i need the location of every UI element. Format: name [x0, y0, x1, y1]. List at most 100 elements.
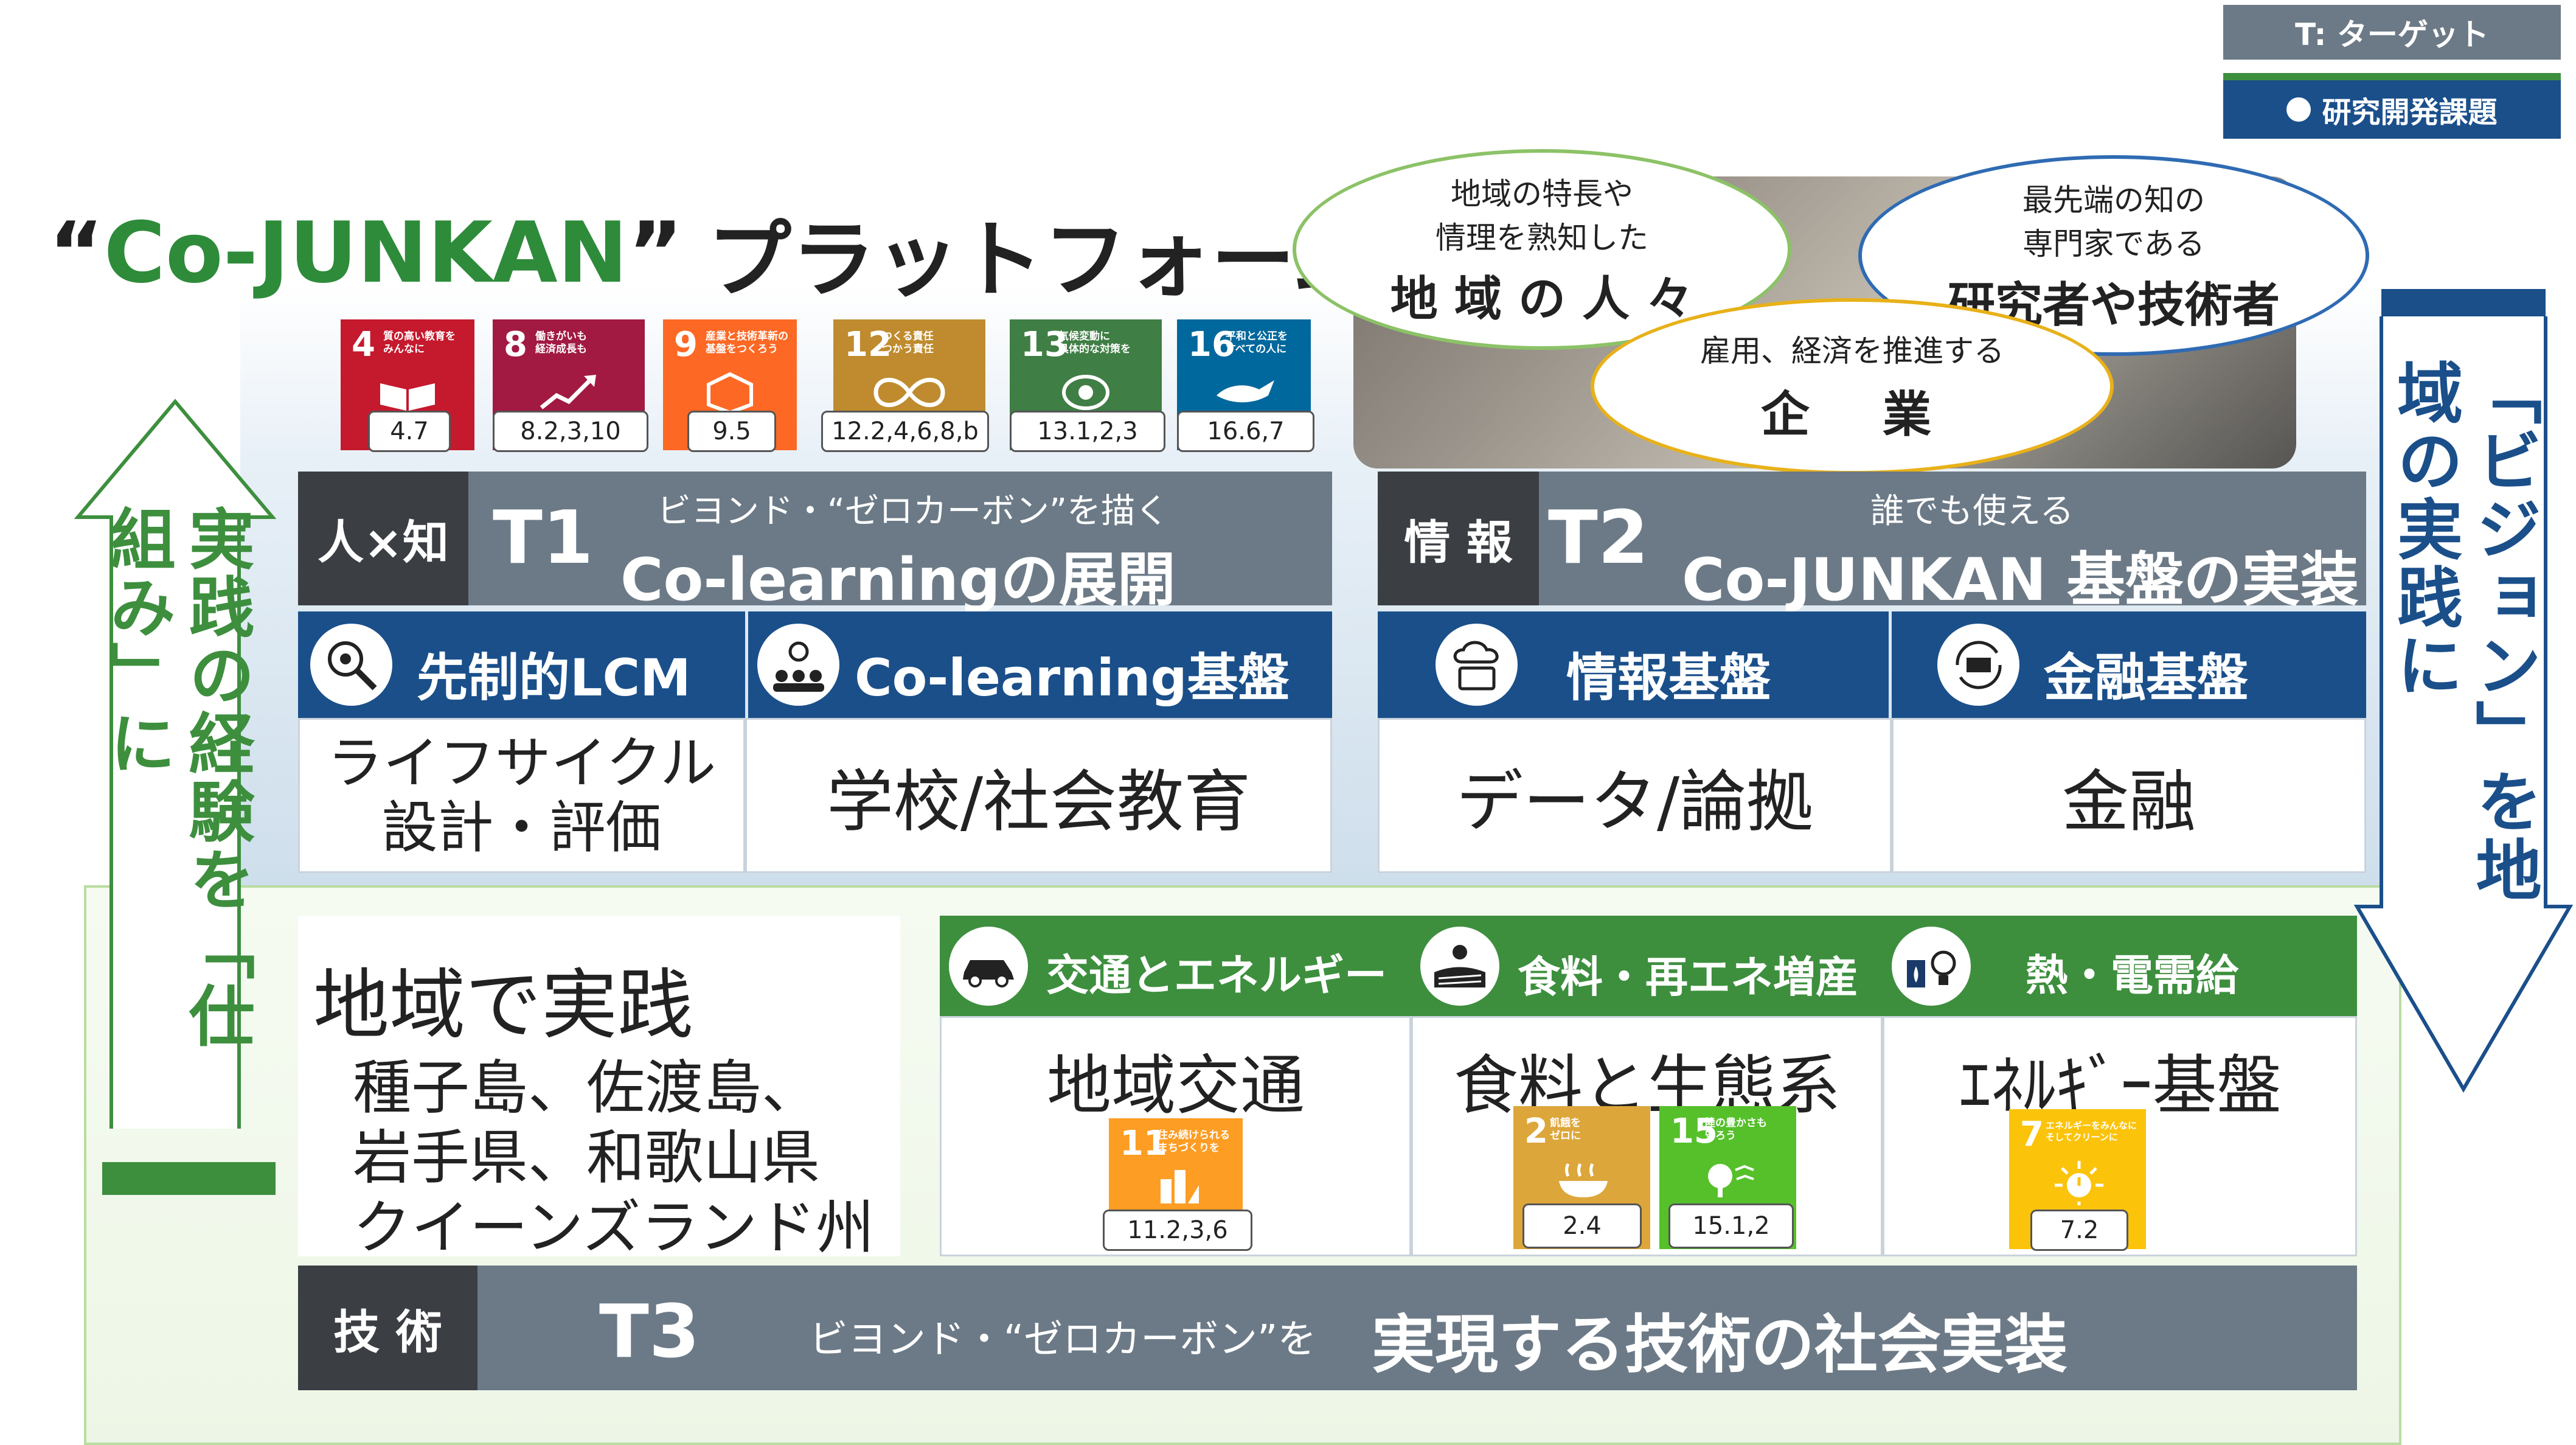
legend-target: T: ターゲット — [2223, 5, 2561, 60]
title-suffix: プラットフォーム — [707, 211, 1377, 309]
growth-chart-icon — [540, 375, 596, 409]
t1-tag: 人×知 — [298, 472, 468, 605]
practice-line3: クイーンズランド州 — [353, 1194, 875, 1262]
target-9: 9.5 — [687, 411, 776, 452]
sdg-text: 質の高い教育を みんなに — [383, 330, 456, 356]
sun-power-icon — [2055, 1161, 2103, 1205]
local-line1: 地域の特長や — [1451, 176, 1633, 212]
experts-line1: 最先端の知の — [2022, 183, 2205, 218]
target-7: 7.2 — [2030, 1210, 2128, 1251]
target-label: 15.1,2 — [1692, 1212, 1770, 1240]
practice-line2: 岩手県、和歌山県 — [353, 1124, 820, 1192]
bowl-icon — [1559, 1163, 1608, 1197]
t2-code: T2 — [1548, 496, 1649, 580]
book-icon — [380, 383, 435, 411]
t3-title: 実現する技術の社会実装 — [1372, 1307, 2068, 1382]
sdg-number: 11 — [1120, 1124, 1167, 1163]
t3-code: T3 — [599, 1290, 700, 1374]
heat-bulb-icon — [1892, 927, 1971, 1006]
t3-subtitle: ビヨンド・“ゼロカーボン”を — [809, 1317, 1317, 1362]
local-title: 地 域 の 人 々 — [1390, 272, 1694, 327]
task-lcm-content-line1: ライフサイクル — [327, 730, 717, 796]
sdg-text: 産業と技術革新の 基盤をつくろう — [706, 330, 788, 356]
task-colearning-header: Co-learning基盤 — [748, 611, 1332, 718]
dove-icon — [1217, 380, 1274, 403]
sdg-text: 飢餓を ゼロに — [1550, 1117, 1581, 1143]
task-finance-label: 金融基盤 — [2044, 648, 2249, 708]
practice-line1: 種子島、佐渡島、 — [353, 1054, 820, 1122]
practice-box: 地域で実践 種子島、佐渡島、 岩手県、和歌山県 クイーンズランド州 — [298, 916, 900, 1262]
target-label: 8.2,3,10 — [520, 417, 621, 445]
local-people-bubble: 地域の特長や 情理を熟知した 地 域 の 人 々 — [1293, 149, 1791, 350]
page-title: “ Co-JUNKAN ” プラットフォーム — [49, 201, 1377, 310]
sdg-text: 陸の豊かさも 守ろう — [1705, 1117, 1767, 1143]
target-label: 7.2 — [2060, 1216, 2099, 1244]
companies-line1: 雇用、経済を推進する — [1700, 333, 2004, 369]
task-info-content: データ/論拠 — [1378, 718, 1892, 873]
target-12: 12.2,4,6,8,b — [821, 411, 989, 452]
people-bulb-icon — [757, 624, 839, 706]
target-11: 11.2,3,6 — [1103, 1210, 1252, 1251]
task-finance-header: 金融基盤 — [1892, 611, 2366, 718]
task-colearning-content: 学校/社会教育 — [745, 718, 1332, 873]
t3-header: 技 術 T3 ビヨンド・“ゼロカーボン”を 実現する技術の社会実装 — [298, 1266, 2357, 1390]
tree-bird-icon — [1708, 1164, 1754, 1197]
t1-code: T1 — [493, 496, 594, 580]
task-transport-label: 交通とエネルギー — [1046, 950, 1387, 1000]
right-arrow-label: 「ビジョン」を地域の実践に — [2386, 359, 2541, 904]
legend-research: 研究開発課題 — [2223, 73, 2561, 139]
task-finance-content-text: 金融 — [2062, 762, 2196, 841]
task-info-content-text: データ/論拠 — [1456, 762, 1814, 841]
left-bar-marker — [102, 1162, 276, 1195]
sdg-text: つくる責任 つかう責任 — [882, 330, 934, 356]
target-label: 16.6,7 — [1207, 417, 1285, 445]
t1-header: 人×知 T1 ビヨンド・“ゼロカーボン”を描く Co-learningの展開 — [298, 472, 1332, 614]
t1-tag-label: 人×知 — [318, 515, 449, 569]
target-label: 13.1,2,3 — [1037, 417, 1138, 445]
task-food-header: 食料・再エネ増産 — [1411, 916, 1883, 1016]
cloud-computer-icon — [1436, 624, 1518, 706]
target-2: 2.4 — [1522, 1203, 1642, 1248]
city-icon — [1161, 1170, 1199, 1203]
money-cycle-icon — [1937, 624, 2019, 706]
legend-target-label: T: ターゲット — [2295, 17, 2489, 52]
t2-header: 情 報 T2 誰でも使える Co-JUNKAN 基盤の実装 — [1378, 472, 2366, 614]
sdg-number: 12 — [844, 325, 892, 364]
sdg-number: 2 — [1524, 1112, 1548, 1151]
task-food-label: 食料・再エネ増産 — [1518, 952, 1858, 1002]
local-line2: 情理を熟知した — [1436, 220, 1648, 256]
task-info-label: 情報基盤 — [1566, 648, 1771, 708]
left-arrow-text: 実践の経験を「仕組み」に — [97, 505, 255, 1053]
task-colearning-content-text: 学校/社会教育 — [826, 762, 1251, 841]
t2-tag-label: 情 報 — [1404, 515, 1513, 569]
companies-bubble: 雇用、経済を推進する 企 業 — [1591, 298, 2114, 475]
target-13: 13.1,2,3 — [1010, 411, 1165, 452]
target-4: 4.7 — [368, 411, 451, 452]
sdg-number: 8 — [504, 325, 527, 364]
task-lcm-content: ライフサイクル 設計・評価 — [298, 718, 745, 873]
left-arrow-label: 実践の経験を「仕組み」に — [99, 505, 254, 1050]
sdg-text: 住み続けられる まちづくりを — [1158, 1129, 1230, 1155]
target-16: 16.6,7 — [1177, 411, 1314, 452]
task-transport-content: 地域交通 11 住み続けられる まちづくりを 11.2,3,6 — [940, 1016, 1411, 1256]
sdg-text: エネルギーをみんなに そしてクリーンに — [2046, 1120, 2137, 1143]
sdg-number: 4 — [352, 325, 375, 364]
sdg-number: 9 — [674, 325, 698, 364]
t1-title: Co-learningの展開 — [620, 546, 1176, 614]
task-transport-content-text: 地域交通 — [1047, 1048, 1305, 1123]
t3-tag: 技 術 — [298, 1266, 477, 1390]
sdg-number: 16 — [1188, 325, 1235, 364]
sdg-4-icon: 4 質の高い教育を みんなに — [341, 319, 474, 450]
task-colearning-label: Co-learning基盤 — [855, 648, 1290, 708]
cube-icon — [707, 372, 753, 414]
title-quote-open: “ — [49, 203, 104, 302]
task-transport-header: 交通とエネルギー — [940, 916, 1411, 1016]
sdg-number: 7 — [2020, 1115, 2044, 1154]
right-arrow-text: 「ビジョン」を地域の実践に — [2372, 359, 2555, 907]
infinity-icon — [873, 377, 945, 408]
left-up-arrow — [74, 399, 277, 1129]
task-heat-label: 熱・電需給 — [2026, 950, 2238, 1000]
car-icon — [949, 927, 1028, 1006]
sdg-text: 気候変動に 具体的な対策を — [1058, 330, 1131, 356]
practice-title: 地域で実践 — [313, 961, 693, 1050]
